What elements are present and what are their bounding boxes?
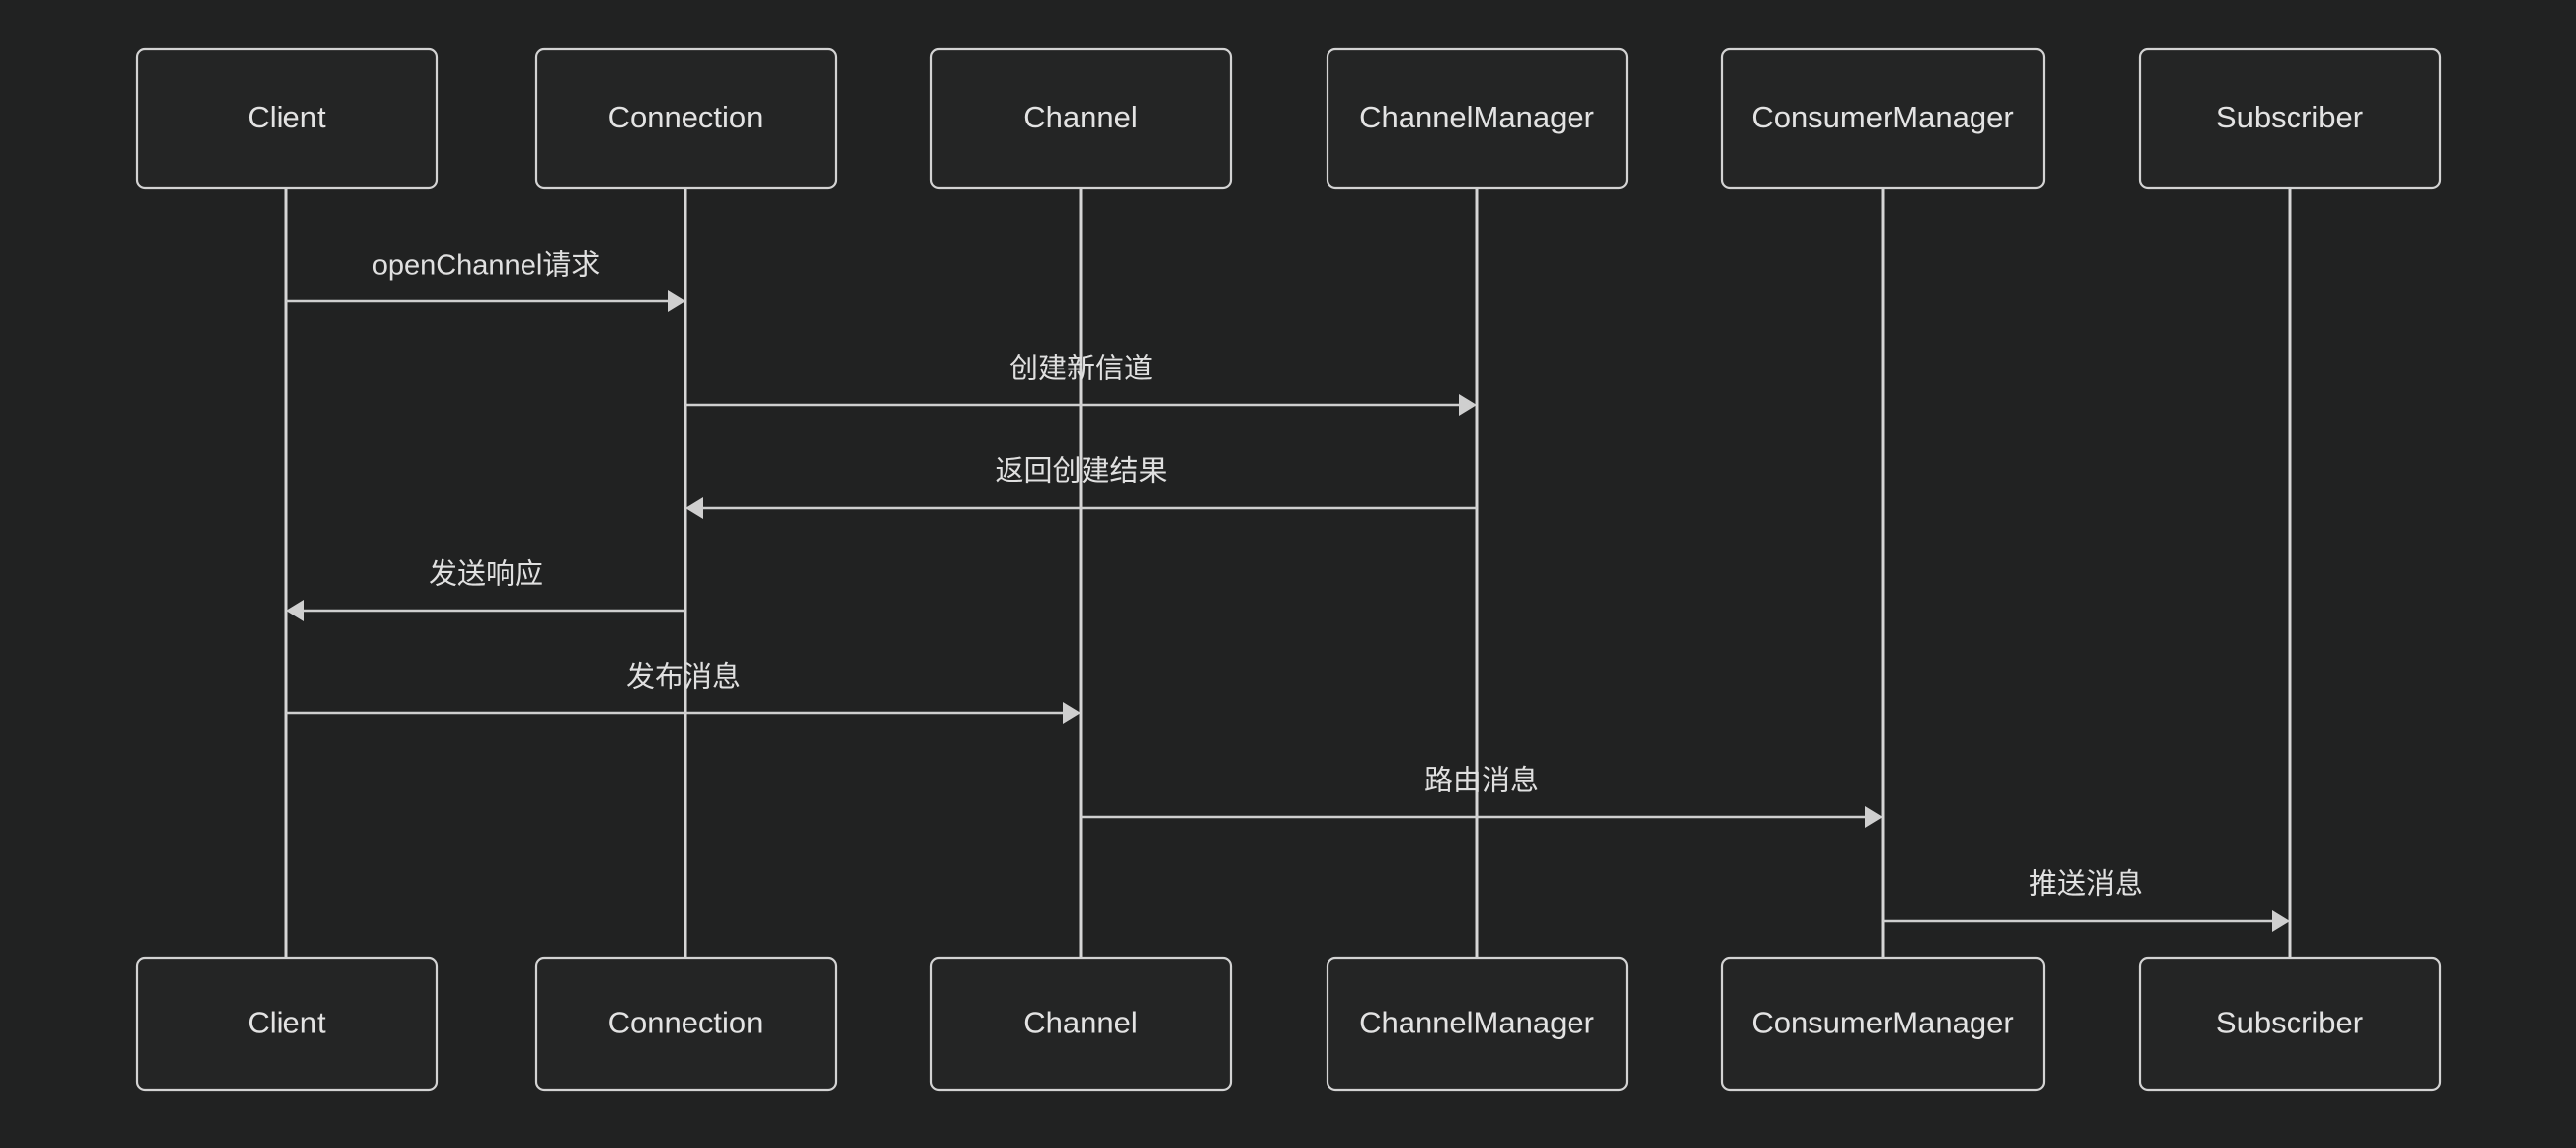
- arrow-head-3: [685, 497, 703, 519]
- arrow-head-1: [668, 290, 685, 312]
- message-5[interactable]: 发布消息: [286, 661, 1081, 724]
- message-label-6: 路由消息: [1424, 765, 1539, 797]
- participant-label-header-client: Client: [247, 100, 326, 134]
- participant-label-footer-consumermanager: ConsumerManager: [1751, 1006, 2013, 1040]
- arrow-head-2: [1459, 394, 1477, 416]
- participant-box-header-client: [135, 47, 439, 190]
- message-2[interactable]: 创建新信道: [685, 353, 1477, 416]
- participant-label-header-subscriber: Subscriber: [2216, 100, 2363, 134]
- message-label-4: 发送响应: [429, 558, 543, 591]
- participant-label-footer-client: Client: [247, 1006, 326, 1040]
- participant-label-header-channelmanager: ChannelManager: [1359, 100, 1594, 134]
- participant-footer-connection[interactable]: Connection: [534, 956, 838, 1092]
- participant-footer-subscriber[interactable]: Subscriber: [2138, 956, 2442, 1092]
- message-7[interactable]: 推送消息: [1883, 868, 2290, 932]
- participant-footer-channelmanager[interactable]: ChannelManager: [1326, 956, 1629, 1092]
- arrow-head-4: [286, 600, 304, 621]
- participant-box-footer-channel: [929, 956, 1233, 1092]
- message-label-2: 创建新信道: [1009, 353, 1153, 385]
- participant-label-footer-connection: Connection: [608, 1006, 764, 1040]
- participant-footer-channel[interactable]: Channel: [929, 956, 1233, 1092]
- message-6[interactable]: 路由消息: [1081, 765, 1883, 828]
- participant-box-footer-client: [135, 956, 439, 1092]
- message-label-5: 发布消息: [626, 661, 741, 694]
- participant-header-consumermanager[interactable]: ConsumerManager: [1720, 47, 2046, 190]
- participant-label-footer-subscriber: Subscriber: [2216, 1006, 2363, 1040]
- participant-header-connection[interactable]: Connection: [534, 47, 838, 190]
- participant-box-footer-channelmanager: [1326, 956, 1629, 1092]
- message-1[interactable]: openChannel请求: [286, 249, 685, 312]
- participant-header-subscriber[interactable]: Subscriber: [2138, 47, 2442, 190]
- arrow-head-6: [1865, 806, 1883, 828]
- message-label-7: 推送消息: [2029, 868, 2143, 901]
- participant-header-channel[interactable]: Channel: [929, 47, 1233, 190]
- participant-box-footer-subscriber: [2138, 956, 2442, 1092]
- participant-box-footer-consumermanager: [1720, 956, 2046, 1092]
- message-label-1: openChannel请求: [372, 249, 601, 282]
- participant-header-client[interactable]: Client: [135, 47, 439, 190]
- arrow-head-5: [1063, 702, 1081, 724]
- participant-label-header-channel: Channel: [1023, 100, 1137, 134]
- participant-box-header-subscriber: [2138, 47, 2442, 190]
- participant-footer-consumermanager[interactable]: ConsumerManager: [1720, 956, 2046, 1092]
- message-label-3: 返回创建结果: [995, 455, 1167, 488]
- participant-box-header-channel: [929, 47, 1233, 190]
- message-3[interactable]: 返回创建结果: [685, 455, 1477, 519]
- participant-box-header-connection: [534, 47, 838, 190]
- participant-header-channelmanager[interactable]: ChannelManager: [1326, 47, 1629, 190]
- participant-footer-client[interactable]: Client: [135, 956, 439, 1092]
- arrow-head-7: [2272, 910, 2290, 932]
- participant-box-footer-connection: [534, 956, 838, 1092]
- participant-label-header-connection: Connection: [608, 100, 764, 134]
- participant-label-footer-channel: Channel: [1023, 1006, 1137, 1040]
- participant-box-header-consumermanager: [1720, 47, 2046, 190]
- participant-label-footer-channelmanager: ChannelManager: [1359, 1006, 1594, 1040]
- participant-label-header-consumermanager: ConsumerManager: [1751, 100, 2013, 134]
- participant-box-header-channelmanager: [1326, 47, 1629, 190]
- message-4[interactable]: 发送响应: [286, 558, 685, 621]
